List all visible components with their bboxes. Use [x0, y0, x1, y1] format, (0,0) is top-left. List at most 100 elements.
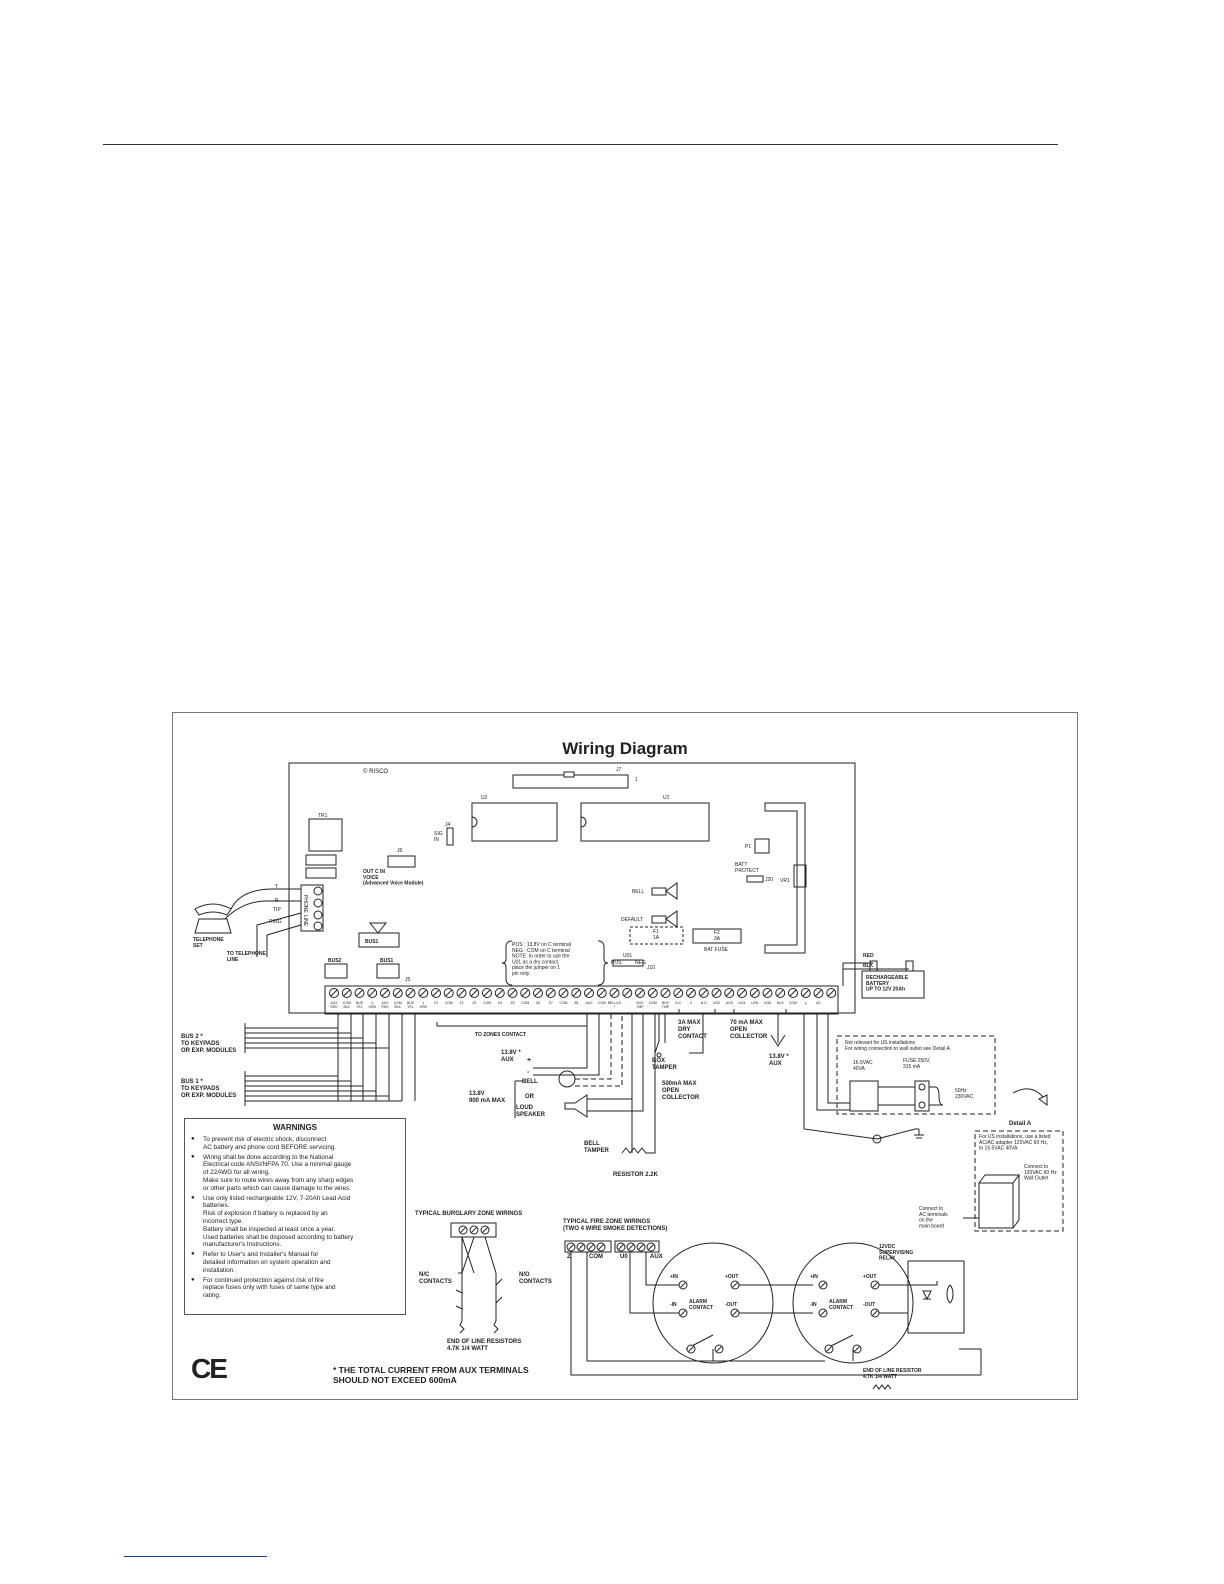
- det1-minus-in: -IN: [670, 1302, 677, 1308]
- u1-label: U1: [663, 795, 670, 801]
- bus2-header-label: BUS2: [328, 958, 342, 964]
- screw-terminal-slot: [638, 1244, 644, 1250]
- terminal-screw-slot: [432, 989, 440, 997]
- screw-terminal-slot: [820, 1310, 826, 1316]
- warnings-box: WARNINGS To prevent risk of electric sho…: [184, 1118, 406, 1315]
- screw-terminal-slot: [872, 1282, 878, 1288]
- terminal-label: COM: [560, 1001, 568, 1005]
- terminal-screw-slot: [738, 989, 746, 997]
- warning-item: Wiring shall be done according to the Na…: [191, 1154, 399, 1193]
- screw-terminal-slot: [732, 1282, 738, 1288]
- aux-current-note: * THE TOTAL CURRENT FROM AUX TERMINALS S…: [333, 1365, 529, 1385]
- screw-terminal-slot: [460, 1227, 466, 1233]
- terminal-label: ⏚: [804, 1000, 807, 1005]
- screw-terminal-slot: [826, 1346, 832, 1352]
- terminal-screw-slot: [611, 989, 618, 997]
- j4-label: J4: [445, 822, 451, 828]
- phone-jack-label: PHONE: [302, 895, 308, 913]
- terminal-label: COM: [649, 1001, 657, 1005]
- terminal-screw-slot: [356, 989, 363, 997]
- line-jack-label: LINE: [302, 915, 308, 927]
- warnings-title: WARNINGS: [273, 1123, 317, 1132]
- terminal-screw-slot: [368, 989, 376, 997]
- terminal-screw-slot: [560, 989, 567, 997]
- fuse-label: FUSE 250V,315 mA: [903, 1058, 930, 1070]
- j5-label: J5: [405, 977, 411, 983]
- terminal-label: COM: [445, 1001, 453, 1005]
- terminal-screw-slot: [330, 989, 338, 997]
- terminal-label: Z6: [536, 1001, 540, 1005]
- wiring-diagram-figure: Wiring Diagram: [172, 712, 1078, 1400]
- phone-r-label: R: [275, 898, 279, 904]
- terminal-screw-slot: [751, 989, 759, 997]
- p1-label: P1: [745, 844, 751, 850]
- terminal-screw-slot: [470, 989, 478, 997]
- terminal-screw-slot: [381, 989, 389, 997]
- phone-tip-label: TIP: [273, 907, 281, 913]
- terminal-screw-slot: [419, 989, 427, 997]
- bat-fuse-label: BAT FUSE: [704, 947, 729, 953]
- terminal-label: COM: [521, 1001, 529, 1005]
- terminal-screw-slot: [700, 989, 708, 997]
- warning-item: Use only listed rechargeable 12V, 7-20Ah…: [191, 1195, 399, 1250]
- u2-label: U2: [481, 795, 488, 801]
- terminal-label: BELL/LS+: [608, 1001, 622, 1009]
- screw-terminal-slot: [716, 1346, 722, 1352]
- footer-link-rule: [124, 1556, 267, 1557]
- terminal-label: COM: [598, 1001, 606, 1005]
- screw-terminal-slot: [482, 1227, 488, 1233]
- terminal-screw-slot: [789, 989, 797, 997]
- screw-terminal-slot: [618, 1244, 624, 1250]
- warning-item: To prevent risk of electric shock, disco…: [191, 1136, 399, 1152]
- det1-plus-in: +IN: [670, 1274, 678, 1280]
- det1-minus-out: -OUT: [725, 1302, 737, 1308]
- screw-terminal-slot: [680, 1310, 686, 1316]
- terminal-screw-slot: [649, 989, 657, 997]
- default-jumper-label: DEFAULT: [621, 917, 643, 923]
- det2-minus-out: -OUT: [863, 1302, 875, 1308]
- terminal-screw-slot: [827, 989, 835, 997]
- screw-terminal-slot: [688, 1346, 694, 1352]
- brand-label: © RISCO: [363, 768, 388, 775]
- terminal-strip: [324, 985, 839, 1015]
- terminal-label: C: [690, 1001, 693, 1005]
- det2-plus-out: +OUT: [863, 1274, 876, 1280]
- bus1-connector-label: BUS1: [365, 939, 379, 945]
- terminal-label: -: [627, 1001, 628, 1005]
- fire-title: TYPICAL FIRE ZONE WIRINGS(TWO 4 WIRE SMO…: [563, 1219, 667, 1232]
- resistor-label: RESISTOR 2.2K: [613, 1172, 659, 1178]
- terminal-screw-slot: [445, 989, 453, 997]
- tr1-label: TR1: [318, 813, 328, 819]
- to-zones-contact-label: TO ZONES CONTACT: [475, 1032, 526, 1038]
- detail-a-label: Detail A: [1009, 1121, 1032, 1127]
- terminal-screw-slot: [764, 989, 771, 997]
- terminal-label: AC: [816, 1001, 821, 1005]
- screw-terminal-slot: [820, 1282, 826, 1288]
- terminal-screw-slot: [713, 989, 720, 997]
- warning-item: For continued protection against risk of…: [191, 1277, 399, 1300]
- terminal-screw-slot: [534, 989, 542, 997]
- screw-terminal-slot: [680, 1282, 686, 1288]
- terminal-screw-slot: [394, 989, 402, 997]
